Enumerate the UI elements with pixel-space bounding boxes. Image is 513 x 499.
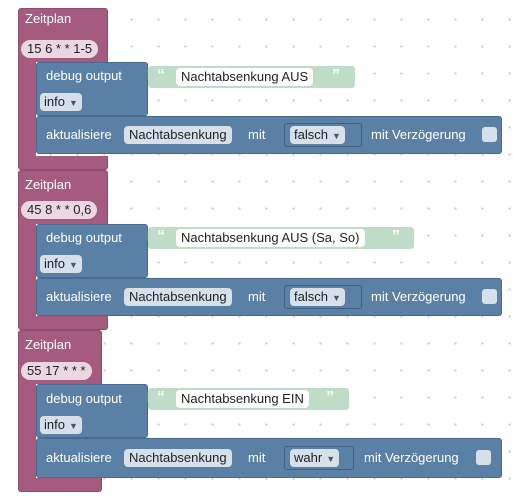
update-block[interactable] <box>36 278 502 316</box>
text-input[interactable]: Nachtabsenkung EIN <box>176 390 309 408</box>
debug-output-label: debug output <box>46 68 122 83</box>
delay-checkbox[interactable] <box>482 127 497 142</box>
log-level-value: info <box>44 417 65 432</box>
with-label: mit <box>248 127 266 142</box>
input-connector <box>278 129 284 139</box>
close-quote-icon: ” <box>332 67 340 84</box>
chevron-down-icon: ▼ <box>331 131 341 141</box>
schedule-block-2-arm <box>18 224 36 318</box>
delay-checkbox[interactable] <box>476 450 491 465</box>
chevron-down-icon: ▼ <box>68 421 78 431</box>
input-connector <box>278 452 284 462</box>
open-quote-icon: “ <box>157 228 165 245</box>
log-level-dropdown[interactable]: info▼ <box>40 93 82 111</box>
cron-field[interactable]: 55 17 * * * <box>21 362 92 380</box>
update-label: aktualisiere <box>46 127 112 142</box>
schedule-block-2-footer <box>18 316 108 330</box>
cron-field[interactable]: 15 6 * * 1-5 <box>21 40 99 58</box>
input-connector <box>142 69 148 79</box>
close-quote-icon: ” <box>326 389 334 406</box>
input-connector <box>142 392 148 402</box>
update-block[interactable] <box>36 116 502 154</box>
update-label: aktualisiere <box>46 289 112 304</box>
boolean-dropdown[interactable]: falsch▼ <box>290 126 345 144</box>
chevron-down-icon: ▼ <box>331 293 341 303</box>
schedule-block-3-footer <box>18 478 102 492</box>
update-label: aktualisiere <box>46 450 112 465</box>
input-connector <box>142 231 148 241</box>
log-level-value: info <box>44 94 65 109</box>
cron-field[interactable]: 45 8 * * 0,6 <box>21 201 98 219</box>
chevron-down-icon: ▼ <box>326 454 336 464</box>
close-quote-icon: ” <box>392 228 400 245</box>
with-label: mit <box>248 450 266 465</box>
boolean-value: falsch <box>294 289 328 304</box>
update-block[interactable] <box>36 438 502 478</box>
schedule-block-3-arm <box>18 384 36 478</box>
log-level-dropdown[interactable]: info▼ <box>40 416 82 434</box>
chevron-down-icon: ▼ <box>68 260 78 270</box>
delay-checkbox[interactable] <box>482 289 497 304</box>
boolean-value: wahr <box>294 450 323 465</box>
open-quote-icon: “ <box>157 389 165 406</box>
variable-field[interactable]: Nachtabsenkung <box>124 126 232 144</box>
schedule-title: Zeitplan <box>25 177 72 192</box>
debug-output-label: debug output <box>46 230 122 245</box>
log-level-value: info <box>44 256 65 271</box>
schedule-title: Zeitplan <box>25 11 72 26</box>
open-quote-icon: “ <box>157 67 165 84</box>
delay-label: mit Verzögerung <box>371 289 466 304</box>
schedule-block-1-arm <box>18 62 36 156</box>
chevron-down-icon: ▼ <box>68 98 78 108</box>
debug-output-label: debug output <box>46 391 122 406</box>
boolean-dropdown[interactable]: wahr▼ <box>290 449 340 467</box>
boolean-dropdown[interactable]: falsch▼ <box>290 288 345 306</box>
text-input[interactable]: Nachtabsenkung AUS (Sa, So) <box>176 229 365 247</box>
variable-field[interactable]: Nachtabsenkung <box>124 288 232 306</box>
schedule-title: Zeitplan <box>25 337 72 352</box>
variable-field[interactable]: Nachtabsenkung <box>124 449 232 467</box>
delay-label: mit Verzögerung <box>371 127 466 142</box>
text-input[interactable]: Nachtabsenkung AUS <box>176 68 314 86</box>
schedule-block-1-footer <box>18 156 108 170</box>
boolean-value: falsch <box>294 127 328 142</box>
log-level-dropdown[interactable]: info▼ <box>40 255 82 273</box>
with-label: mit <box>248 289 266 304</box>
delay-label: mit Verzögerung <box>364 450 459 465</box>
input-connector <box>278 291 284 301</box>
